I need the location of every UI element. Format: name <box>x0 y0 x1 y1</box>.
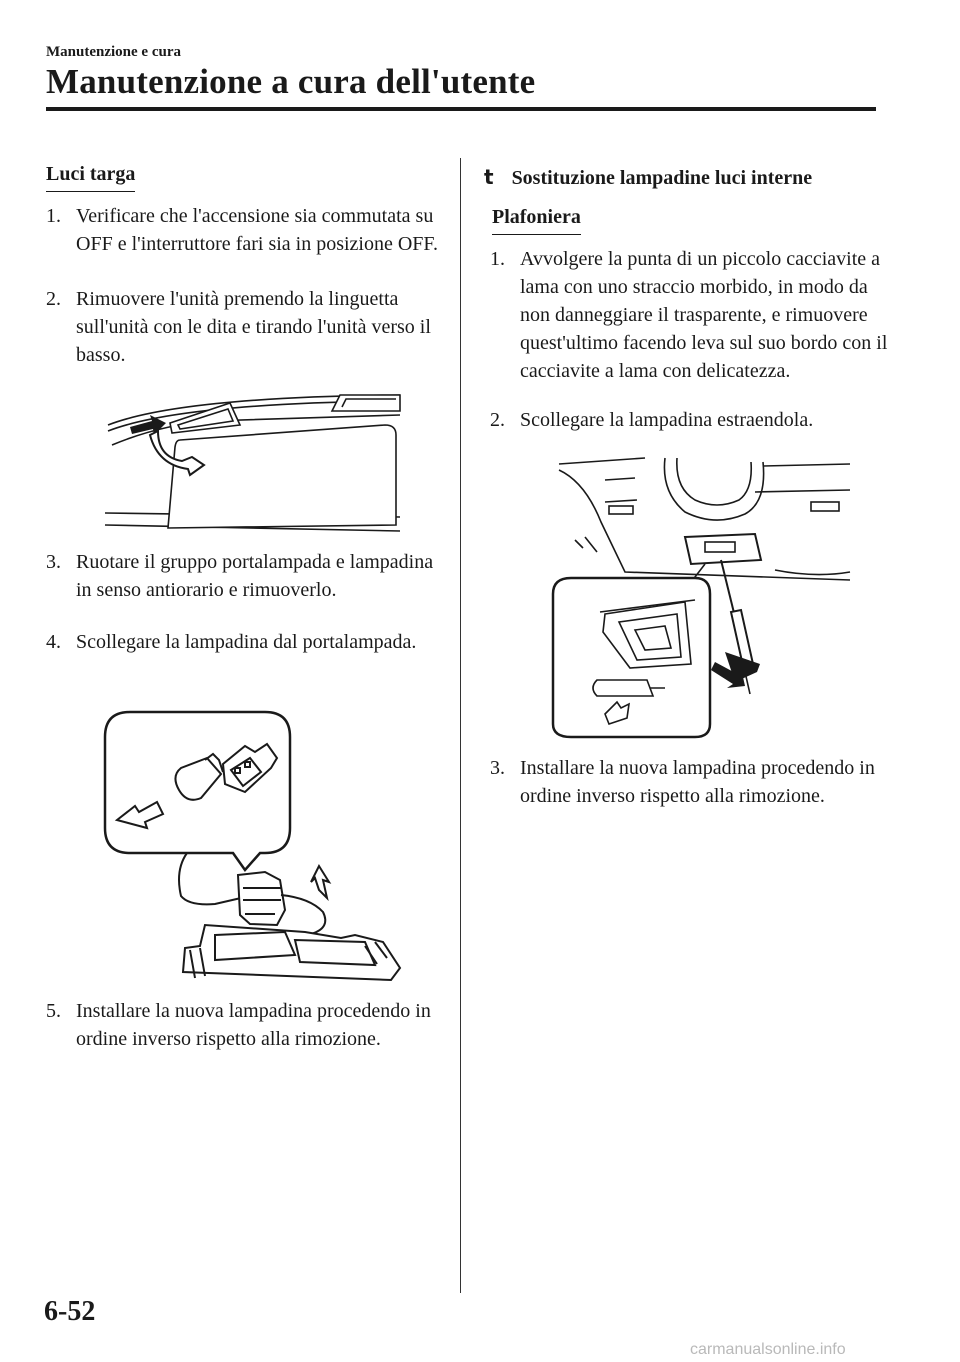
step-text: Ruotare il gruppo portalampada e lampadi… <box>76 551 434 601</box>
step-text: Rimuovere l'unità premendo la linguetta … <box>76 288 431 366</box>
column-divider <box>460 158 461 1293</box>
step-number: 5. <box>46 1000 61 1022</box>
step-number: 2. <box>46 288 61 310</box>
step-2: 2. Rimuovere l'unità premendo la linguet… <box>46 285 441 369</box>
step-number: 3. <box>490 757 505 779</box>
step-text: Installare la nuova lampadina procedendo… <box>520 757 875 807</box>
page-title: Manutenzione a cura dell'utente <box>46 62 536 101</box>
section-title-plafoniera: Plafoniera <box>492 206 581 235</box>
step-3: 3. Ruotare il gruppo portalampada e lamp… <box>46 548 441 604</box>
step-text: Scollegare la lampadina dal portalampada… <box>76 631 417 653</box>
step-number: 2. <box>490 409 505 431</box>
watermark: carmanualsonline.info <box>690 1341 846 1358</box>
step-text: Scollegare la lampadina estraendola. <box>520 409 814 431</box>
section-heading-interior-lights: t Sostituzione lampadine luci interne <box>484 165 812 190</box>
step-number: 4. <box>46 631 61 653</box>
step-3-plafoniera: 3. Installare la nuova lampadina procede… <box>490 754 890 810</box>
step-5: 5. Installare la nuova lampadina procede… <box>46 997 441 1053</box>
step-text: Verificare che l'accensione sia commutat… <box>76 205 438 255</box>
page-number: 6-52 <box>44 1296 96 1327</box>
step-1-plafoniera: 1. Avvolgere la punta di un piccolo cacc… <box>490 245 890 385</box>
section-label: Manutenzione e cura <box>46 44 181 60</box>
step-1: 1. Verificare che l'accensione sia commu… <box>46 202 441 258</box>
step-number: 3. <box>46 551 61 573</box>
license-plate-light-removal-illustration <box>104 394 401 532</box>
header-divider <box>46 107 876 111</box>
step-4: 4. Scollegare la lampadina dal portalamp… <box>46 628 441 656</box>
section-bullet-icon: t <box>484 165 494 189</box>
step-number: 1. <box>490 248 505 270</box>
overhead-light-replacement-illustration <box>551 457 851 739</box>
step-number: 1. <box>46 205 61 227</box>
step-text: Avvolgere la punta di un piccolo cacciav… <box>520 248 888 382</box>
bulb-socket-removal-illustration <box>103 710 402 982</box>
step-2-plafoniera: 2. Scollegare la lampadina estraendola. <box>490 406 890 434</box>
step-text: Installare la nuova lampadina procedendo… <box>76 1000 431 1050</box>
section-heading-text: Sostituzione lampadine luci interne <box>511 167 813 189</box>
section-title-luci-targa: Luci targa <box>46 163 136 192</box>
